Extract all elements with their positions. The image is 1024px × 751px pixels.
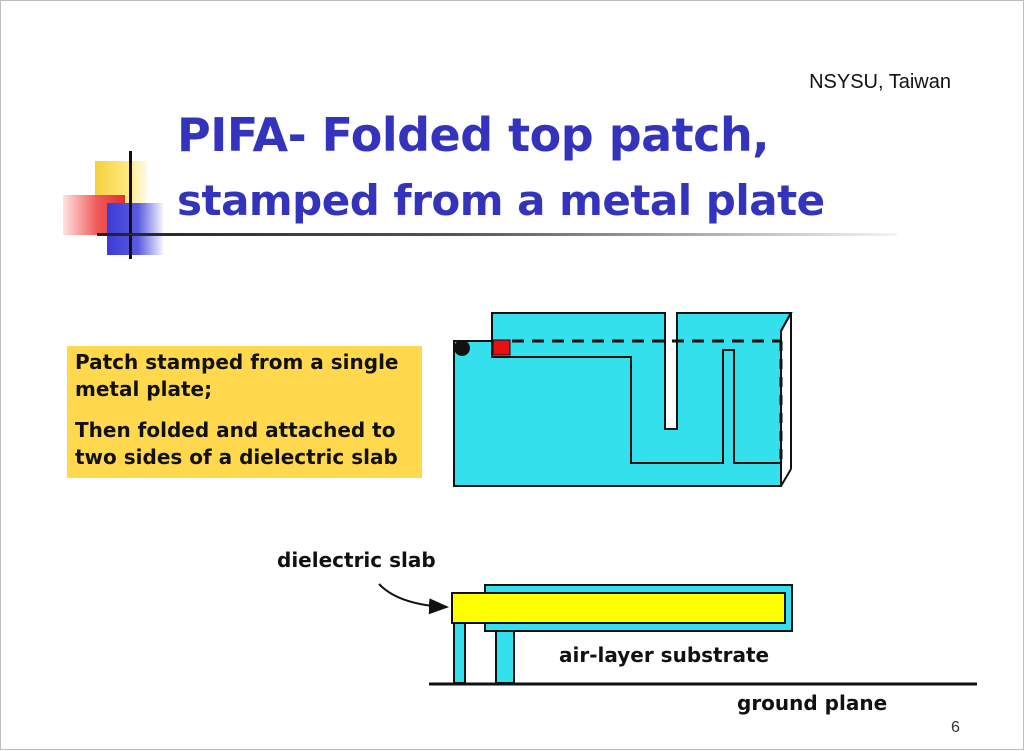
description-callout: Patch stamped from a single metal plate;… [67,346,422,478]
fold-edge-top [780,312,792,332]
short-pin-right [495,630,515,684]
patch-meander-slot [491,341,781,464]
side-view [378,583,977,686]
dielectric-slab [451,592,786,624]
folded-patch [453,312,793,487]
logo-vertical-line [129,151,132,259]
title-underline [97,233,897,236]
slide-title: PIFA- Folded top patch, stamped from a m… [177,105,825,231]
short-pin-left [453,622,466,684]
affiliation-text: NSYSU, Taiwan [809,71,951,93]
fold-edge-bottom [780,468,792,487]
callout-paragraph-1: Patch stamped from a single metal plate; [75,350,399,401]
patch-slot-inner [664,341,678,430]
dielectric-pointer-arrow [378,583,449,615]
title-line-1: PIFA- Folded top patch, [177,108,770,162]
callout-paragraph-2: Then folded and attached to two sides of… [75,418,398,469]
title-line-2: stamped from a metal plate [177,176,825,225]
label-dielectric-slab: dielectric slab [277,548,436,572]
shorting-point [454,340,470,356]
slide-logo-decoration [61,151,181,261]
label-ground-plane: ground plane [737,691,888,715]
logo-blue-square [107,203,163,255]
feed-point [492,339,511,356]
page-number: 6 [951,719,960,736]
patch-body [453,312,793,487]
label-air-layer-substrate: air-layer substrate [559,643,770,667]
